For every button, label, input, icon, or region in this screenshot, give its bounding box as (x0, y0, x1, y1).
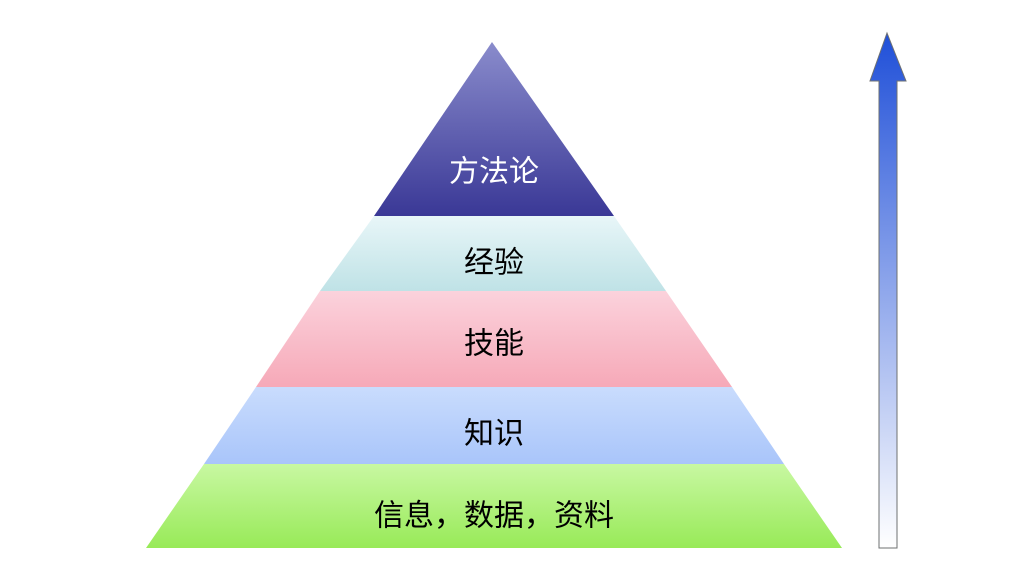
tier-third-label: 技能 (464, 327, 524, 362)
upward-arrow (869, 31, 907, 549)
tier-second-label: 经验 (464, 246, 524, 281)
tier-base-label: 信息，数据，资料 (374, 499, 614, 534)
tier-second: 经验 (320, 216, 666, 291)
tier-base: 信息，数据，资料 (146, 464, 842, 548)
tier-fourth-label: 知识 (464, 417, 524, 452)
tier-fourth: 知识 (204, 387, 784, 464)
tier-base-shape (146, 464, 842, 548)
tier-top-label: 方法论 (449, 155, 539, 190)
tier-top: 方法论 (374, 42, 614, 216)
tier-third-shape (256, 291, 732, 387)
pyramid: 方法论 经验 技能 知识 信息，数据，资料 (146, 42, 842, 548)
tier-top-shape (374, 42, 614, 216)
tier-fourth-shape (204, 387, 784, 464)
tier-second-shape (320, 216, 666, 291)
tier-third: 技能 (256, 291, 732, 387)
